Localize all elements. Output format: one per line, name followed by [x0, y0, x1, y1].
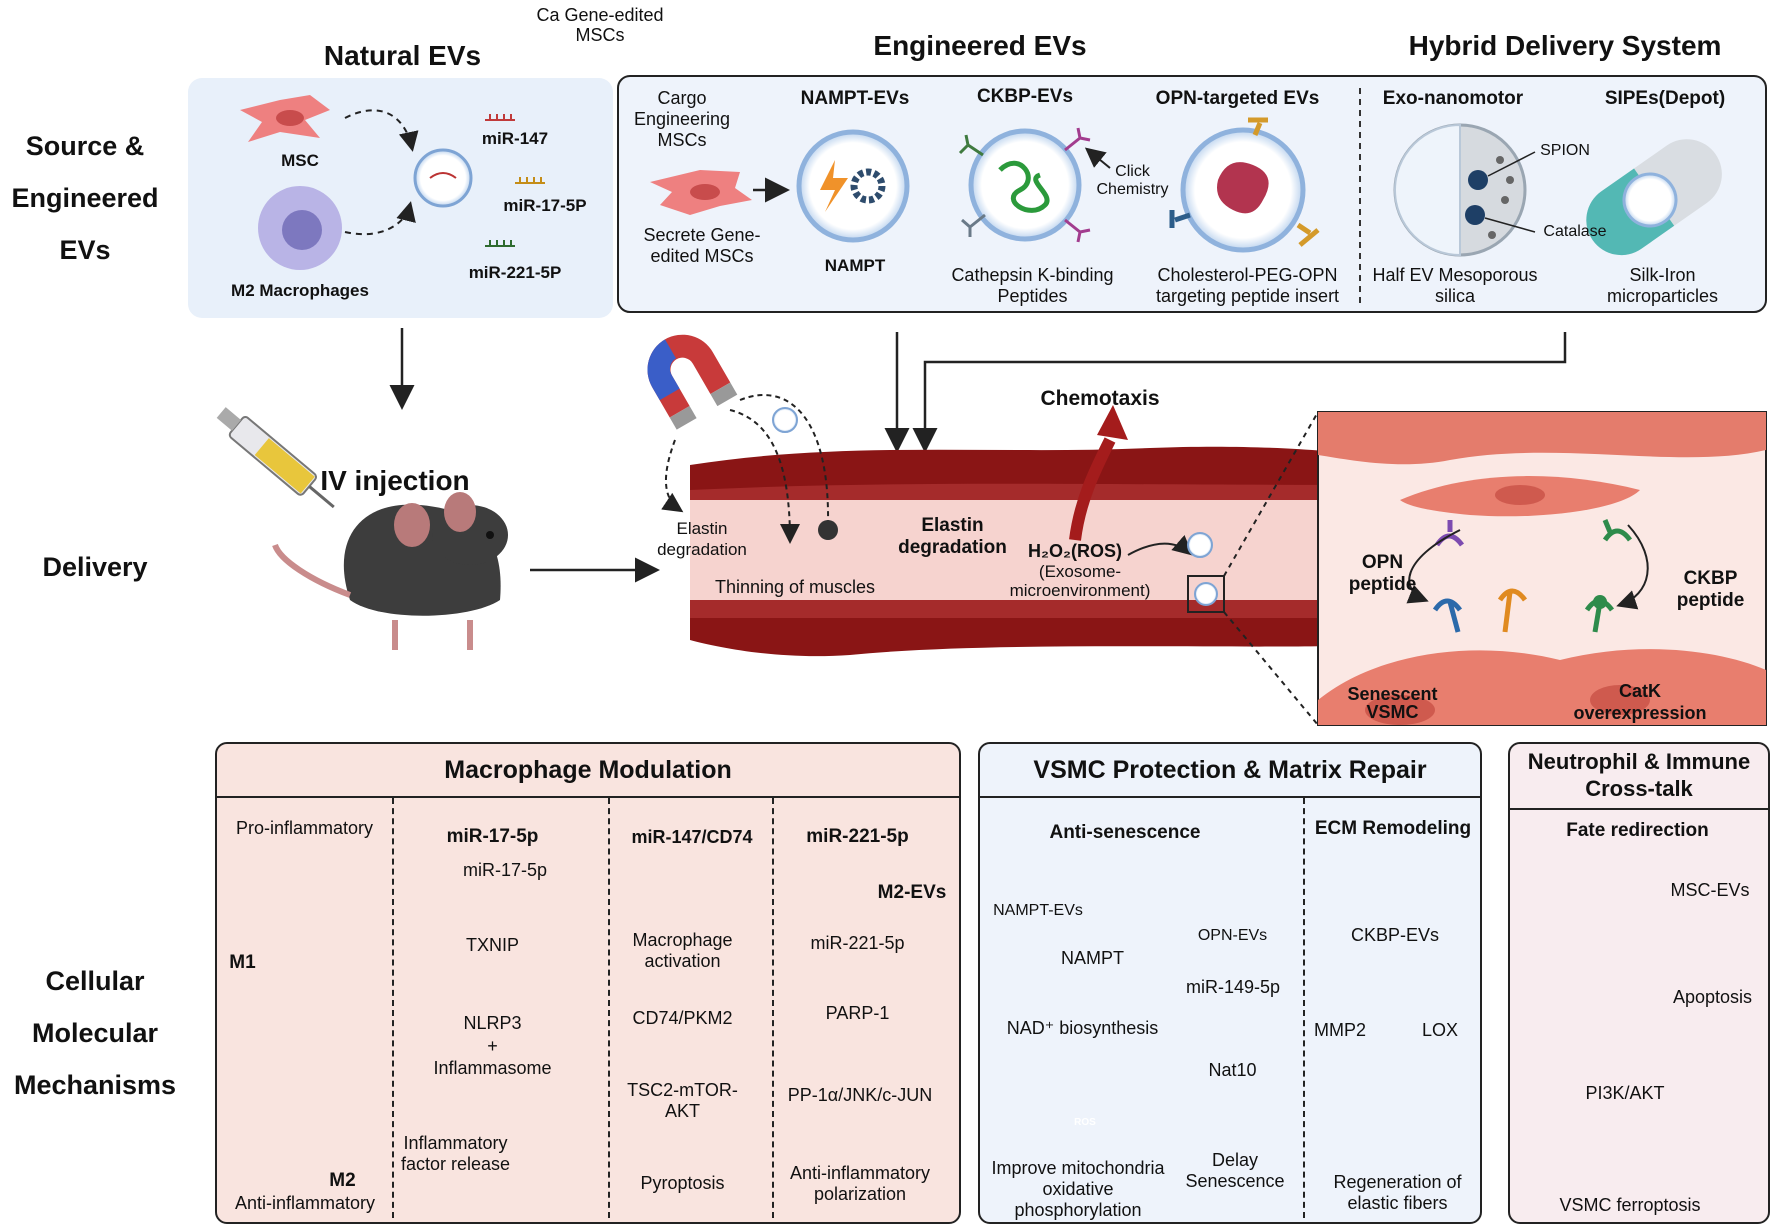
exo-nanomotor-title: Exo-nanomotor [1382, 88, 1524, 109]
anti-senescence-title: Anti-senescence [1049, 822, 1201, 843]
zoom-panel [1317, 411, 1767, 726]
m2-macrophages-label: M2 Macrophages [231, 281, 369, 300]
elastin-degradation-small: Elastin degradation [657, 519, 747, 559]
apoptosis-node: Apoptosis [1672, 987, 1753, 1007]
ev-vesicle [413, 148, 473, 208]
ros-label: ROS [1074, 1117, 1096, 1128]
vsmc-panel-title: VSMC Protection & Matrix Repair [980, 744, 1480, 798]
macrophage-panel: Macrophage Modulation [215, 742, 961, 1224]
anti-inflammatory-label: Anti-inflammatory [234, 1193, 376, 1213]
macrophage-activation-node: Macrophage activation [632, 930, 733, 971]
mouse [272, 492, 508, 650]
ecm-title: ECM Remodeling [1314, 818, 1472, 839]
vsmc-panel: VSMC Protection & Matrix Repair [978, 742, 1482, 1224]
m2-label: M2 [329, 1170, 356, 1191]
nampt-label: NAMPT [824, 256, 886, 275]
neutrophil-panel-title: Neutrophil & Immune Cross-talk [1510, 744, 1768, 810]
nlrp3-node: NLRP3 [463, 1013, 522, 1033]
lox-node: LOX [1421, 1020, 1459, 1040]
txnip-node: TXNIP [465, 935, 519, 955]
sipes-capsule [1586, 139, 1722, 256]
pi3k-node: PI3K/AKT [1585, 1083, 1665, 1103]
spion-label: SPION [1540, 142, 1590, 159]
chemotaxis-label: Chemotaxis [1040, 387, 1160, 410]
mirna-label: miR-147 [481, 129, 549, 148]
ckbp-evs-node: CKBP-EVs [1350, 925, 1440, 945]
ckbp-desc: Cathepsin K-binding Peptides [951, 265, 1114, 306]
click-chemistry-label: Click Chemistry [1096, 163, 1169, 198]
row-label-cellular: Cellular Molecular Mechanisms [13, 966, 177, 1100]
thinning-label: Thinning of muscles [714, 577, 876, 597]
mito-node: Improve mitochondria oxidative phosphory… [991, 1158, 1165, 1220]
ckbp-peptide-label: CKBP peptide [1676, 568, 1745, 611]
senescent-vsmc-label: Senescent VSMC [1347, 684, 1438, 722]
neutrophil-panel: Neutrophil & Immune Cross-talk [1508, 742, 1770, 1224]
elastin-degradation-bold: Elastin degradation [898, 515, 1007, 558]
sipes-title: SIPEs(Depot) [1604, 88, 1726, 109]
opn-desc: Cholesterol-PEG-OPN targeting peptide in… [1155, 265, 1340, 306]
row-label-delivery: Delivery [42, 552, 148, 582]
magnet [647, 334, 738, 430]
m2-macrophage-cell [258, 186, 342, 270]
ca-gene-edited-label: Ca Gene-edited MSCs [536, 5, 664, 45]
cargo-engineering-label: Cargo Engineering MSCs [633, 88, 731, 150]
nampt-evs-node: NAMPT-EVs [993, 902, 1083, 919]
delay-senescence-node: Delay Senescence [1185, 1150, 1285, 1191]
m2-evs-label: M2-EVs [877, 882, 947, 903]
iv-injection-label: IV injection [320, 465, 470, 496]
row-label-source: Source & Engineered EVs [11, 131, 159, 265]
catk-label: CatK overexpression [1573, 681, 1707, 723]
regeneration-node: Regeneration of elastic fibers [1333, 1172, 1462, 1213]
macrophage-panel-title: Macrophage Modulation [217, 744, 959, 798]
exosome-microenv-label: (Exosome-microenvironment) [1009, 562, 1151, 600]
opn-targeted-title: OPN-targeted EVs [1155, 88, 1320, 109]
mir-221-title: miR-221-5p [806, 826, 909, 847]
inflammasome-node: Inflammasome [433, 1058, 552, 1078]
cd74-node: CD74/PKM2 [632, 1008, 733, 1028]
nampt-evs-title: NAMPT-EVs [800, 88, 910, 109]
pro-inflammatory-label: Pro-inflammatory [235, 818, 374, 838]
mirna-label: miR-17-5P [503, 196, 587, 215]
plus-label: + [487, 1036, 498, 1056]
parp-node: PARP-1 [825, 1003, 890, 1023]
nat10-node: Nat10 [1208, 1060, 1257, 1080]
msc-cell [240, 95, 330, 142]
inflammatory-release-node: Inflammatory factor release [400, 1133, 511, 1174]
blood-vessel [690, 446, 1370, 657]
catalase-label: Catalase [1543, 223, 1607, 240]
mmp2-node: MMP2 [1313, 1020, 1366, 1040]
hybrid-title: Hybrid Delivery System [1408, 30, 1722, 61]
mirna-label: miR-221-5P [468, 263, 562, 282]
fate-redirection-title: Fate redirection [1566, 820, 1709, 841]
mir-221-node: miR-221-5p [810, 933, 905, 953]
secrete-gene-edited-label: Secrete Gene-edited MSCs [643, 225, 761, 266]
tsc2-node: TSC2-mTOR-AKT [627, 1080, 738, 1121]
msc-label: MSC [281, 151, 319, 170]
mir-149-node: miR-149-5p [1185, 977, 1281, 997]
opn-evs-node: OPN-EVs [1197, 927, 1268, 944]
m1-label: M1 [229, 952, 256, 973]
exo-desc: Half EV Mesoporous silica [1372, 265, 1538, 306]
ckbp-evs-title: CKBP-EVs [976, 86, 1074, 107]
nad-node: NAD⁺ biosynthesis [1006, 1018, 1159, 1038]
mir-17-title: miR-17-5p [446, 826, 539, 847]
pyroptosis-node: Pyroptosis [640, 1173, 725, 1193]
pp1-node: PP-1α/JNK/c-JUN [787, 1085, 933, 1105]
mir-17-node: miR-17-5p [462, 860, 548, 880]
nampt-node: NAMPT [1061, 948, 1124, 968]
msc-evs-node: MSC-EVs [1670, 880, 1750, 900]
syringe [216, 407, 335, 509]
natural-evs-title: Natural EVs [323, 40, 482, 71]
engineered-evs-title: Engineered EVs [873, 30, 1087, 61]
opn-peptide-label: OPN peptide [1348, 552, 1417, 595]
h2o2-label: H₂O₂(ROS) [1028, 541, 1122, 561]
ferroptosis-node: VSMC ferroptosis [1559, 1195, 1701, 1215]
mir-147-title: miR-147/CD74 [631, 827, 753, 847]
sipes-desc: Silk-Iron microparticles [1606, 265, 1719, 306]
anti-inflam-polarization-node: Anti-inflammatory polarization [789, 1163, 931, 1204]
